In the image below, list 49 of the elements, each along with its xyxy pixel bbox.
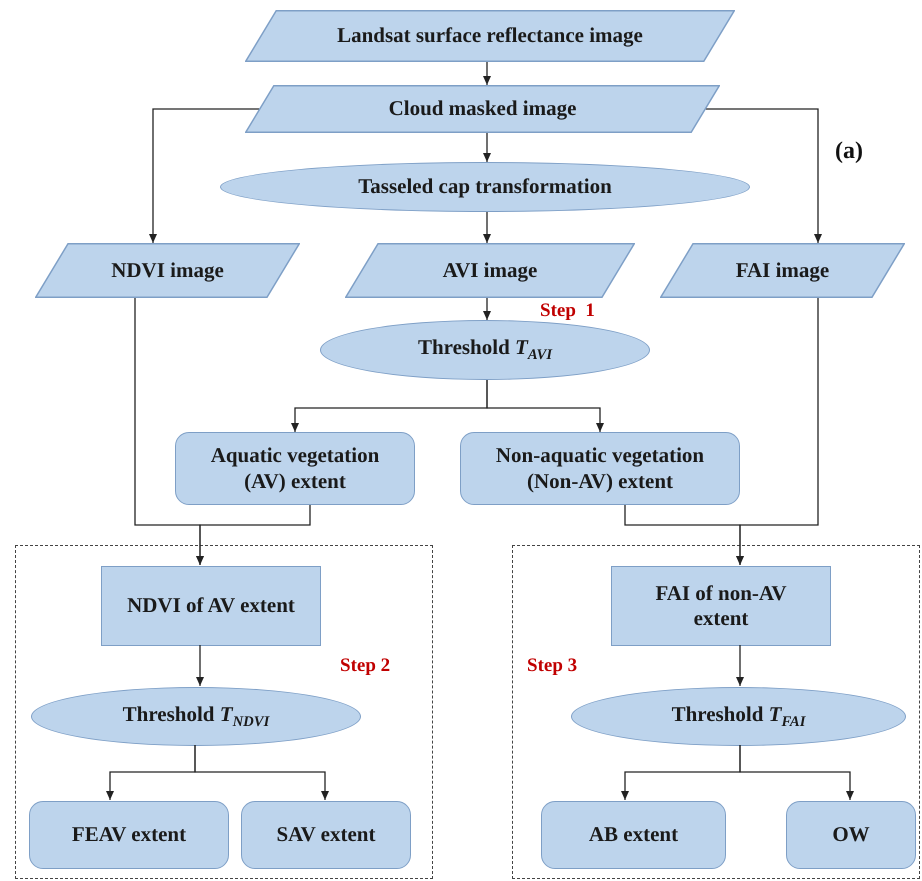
node-label: AB extent (588, 822, 680, 848)
rounded-box (541, 801, 726, 869)
arrow (483, 298, 491, 320)
data-parallelogram (245, 85, 720, 133)
node-label: Landsat surface reflectance image (336, 23, 644, 49)
arrow (739, 745, 854, 800)
node-label: Non-aquatic vegetation (Non-AV) extent (494, 443, 706, 494)
node-label: Threshold T$_{NDVI}$ (122, 702, 271, 732)
step-label: Step 3 (527, 655, 578, 677)
dashed-group-box (15, 545, 433, 879)
arrow (194, 745, 329, 800)
panel-label: (a) (835, 138, 863, 165)
node-label: NDVI of AV extent (126, 593, 296, 619)
node-label: Threshold T$_{AVI}$ (416, 335, 554, 365)
data-parallelogram (35, 243, 300, 298)
arrow (483, 133, 491, 162)
arrow (149, 108, 260, 243)
arrow (706, 108, 822, 243)
arrow (483, 212, 491, 243)
rounded-box (786, 801, 916, 869)
process-box (611, 566, 831, 646)
arrow (736, 645, 744, 686)
data-parallelogram (660, 243, 905, 298)
step-label: Step 2 (340, 655, 390, 677)
rounded-box (29, 801, 229, 869)
node-label: OW (831, 822, 871, 848)
node-label: FAI of non-AV extent (654, 580, 788, 632)
node-label: Aquatic vegetation (AV) extent (210, 443, 380, 494)
step-label: Step 1 (540, 300, 595, 322)
arrow (483, 62, 491, 85)
process-box (101, 566, 321, 646)
data-parallelogram (345, 243, 635, 298)
node-label: Threshold T$_{FAI}$ (670, 702, 807, 732)
node-label: FEAV extent (70, 822, 188, 848)
rounded-box (175, 432, 415, 505)
dashed-group-box (512, 545, 920, 879)
rounded-box (460, 432, 740, 505)
node-label: NDVI image (110, 258, 225, 284)
arrow (486, 380, 604, 432)
node-label: FAI image (734, 258, 830, 284)
data-parallelogram (245, 10, 735, 62)
node-label: AVI image (442, 258, 538, 284)
arrow (196, 505, 311, 565)
node-label: SAV extent (276, 822, 376, 848)
arrow (736, 298, 819, 565)
node-label: Cloud masked image (388, 96, 578, 122)
node-label: Tasseled cap transformation (357, 174, 613, 200)
arrow (196, 645, 204, 686)
rounded-box (241, 801, 411, 869)
